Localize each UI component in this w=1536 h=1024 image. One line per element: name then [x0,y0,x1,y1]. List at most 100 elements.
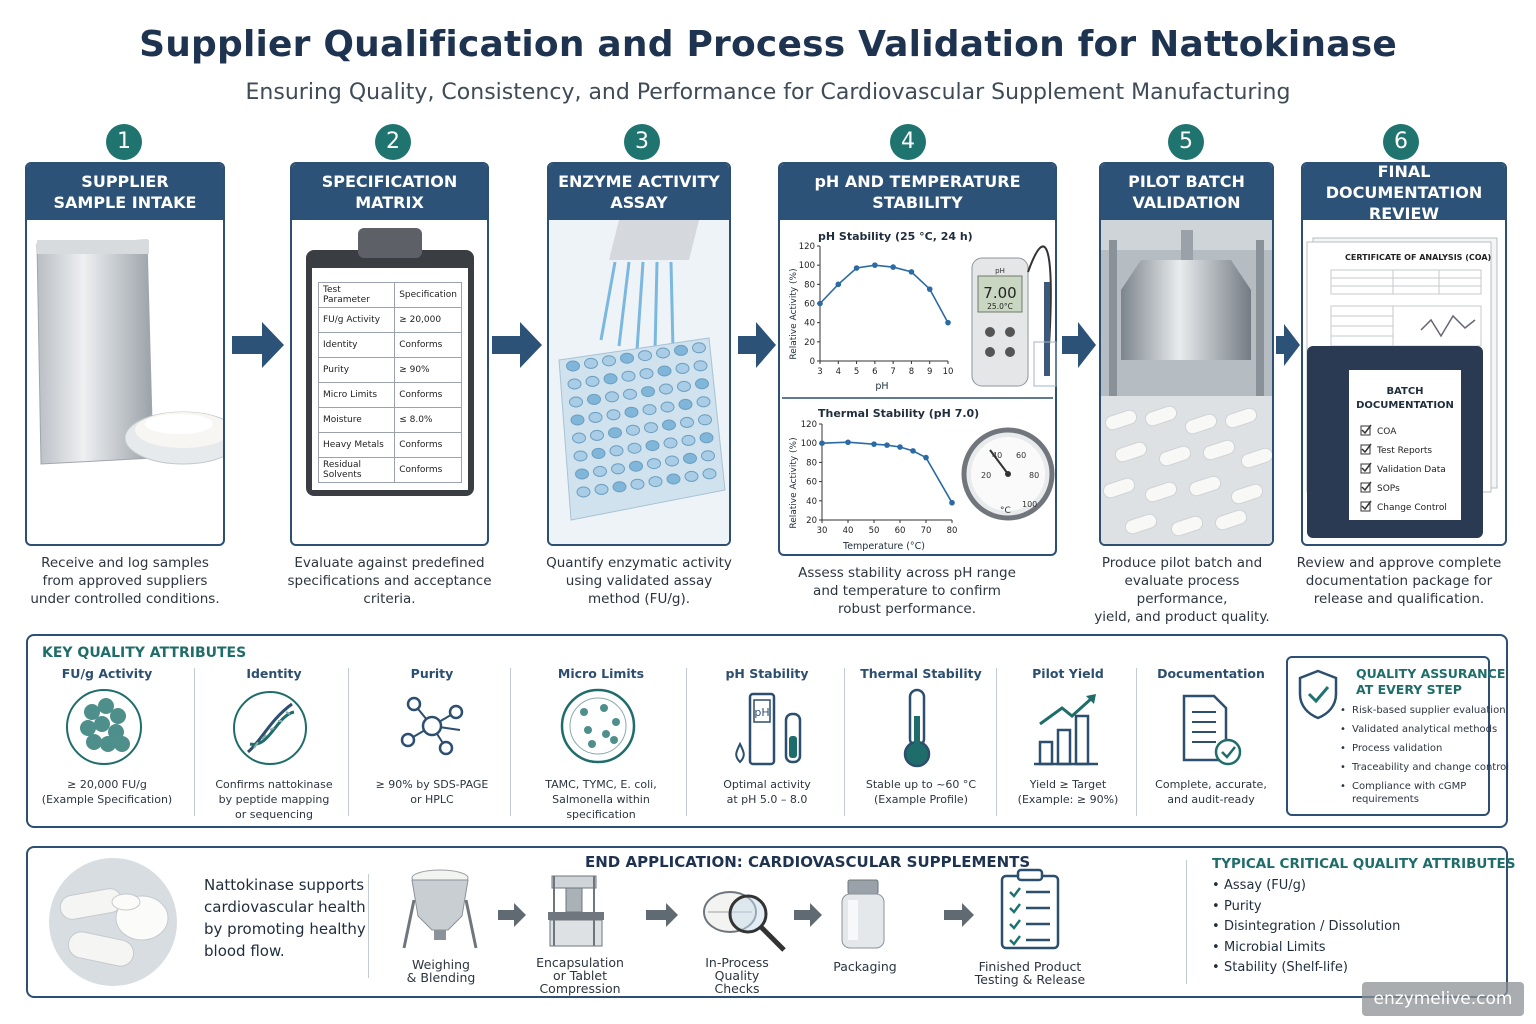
ph-meter-reading: 7.00 [983,284,1016,302]
y-tick-label: 20 [806,516,817,526]
kqa-item-name: Identity [246,666,302,681]
plate-well [611,463,625,475]
step-number-2: 2 [375,124,411,160]
capsule [1202,439,1236,461]
kqa-divider [510,668,511,816]
plate-well [638,350,652,362]
plate-well [612,481,627,493]
kqa-item-description: ≥ 90% by SDS-PAGE or HPLC [375,778,489,806]
kqa-divider [194,668,195,816]
data-point [819,440,825,447]
checklist-item: COA [1377,427,1397,437]
plate-well [603,373,618,385]
capsule [1170,515,1204,537]
step-number-1: 1 [106,124,142,160]
tcqa-list: Assay (FU/g) Purity Disintegration / Dis… [1212,878,1400,981]
flow-arrow-3 [738,322,776,368]
step-description: Review and approve complete documentatio… [1296,555,1502,607]
capsule [1224,407,1258,429]
step-title: SUPPLIER SAMPLE INTAKE [27,164,223,220]
step-title: SPECIFICATION MATRIX [292,164,487,220]
step-description: Receive and log samples from approved su… [30,555,220,607]
quality-assurance-box [1286,656,1490,816]
plate-well [627,442,642,454]
ph-meter-label: pH [995,267,1005,275]
step-card-supplier-intake: SUPPLIER SAMPLE INTAKE [25,162,225,546]
plate-well [659,383,673,395]
sample-pouch-illustration [36,239,223,465]
plate-well [680,416,694,428]
kqa-item-name: pH Stability [725,666,809,681]
plate-well [629,460,643,472]
spec-table: Test Parameter Specification FU/g Activi… [317,282,462,483]
kqa-item: FU/g Activity≥ 20,000 FU/g (Example Spec… [28,666,186,807]
table-row: Moisture≤ 8.0% [317,407,462,433]
list-item: Stability (Shelf-life) [1212,960,1400,976]
checklist-item: Test Reports [1376,446,1432,456]
pilot-batch-illustration [1101,220,1272,544]
data-point [945,319,951,326]
plate-well [573,450,588,462]
plate-well [677,380,691,392]
y-tick-label: 40 [806,497,817,507]
step-number-5: 5 [1168,124,1204,160]
y-tick-label: 60 [806,478,817,488]
plate-well [585,375,600,387]
plate-well [641,386,655,398]
kqa-item-name: Thermal Stability [860,666,982,681]
end-application-title: END APPLICATION: CARDIOVASCULAR SUPPLEME… [585,853,1031,871]
data-point [926,286,933,292]
ph-meter-icon: pH 7.00 25.0°C [971,245,1057,387]
checklist-item: SOPs [1377,484,1400,494]
thermal-chart-title: Thermal Stability (pH 7.0) [818,407,979,420]
thermometer-gauge-icon: 20 40 60 80 100 °C [961,427,1055,521]
data-point [923,454,929,461]
plate-well [698,414,712,426]
plate-well [624,406,639,418]
x-tick-label: 60 [895,526,906,536]
plate-well [575,468,589,480]
table-header-row: Test Parameter Specification [317,282,462,308]
list-item: Assay (FU/g) [1212,878,1400,894]
plate-well [656,347,670,359]
kqa-icon-space [196,681,352,777]
ph-meter-temp: 25.0°C [987,302,1013,311]
gauge-tick: 60 [1016,451,1026,460]
kqa-item-name: FU/g Activity [61,666,153,681]
plate-well [630,478,645,490]
kqa-icon-space [998,681,1138,777]
thermal-chart-xlabel: Temperature (°C) [842,541,925,552]
capsule [1144,481,1178,503]
capsule [1230,483,1264,505]
tcqa-title: TYPICAL CRITICAL QUALITY ATTRIBUTES [1212,856,1516,872]
capsule [1102,477,1136,499]
capsule [1240,447,1272,469]
x-tick-label: 4 [836,367,841,377]
stability-charts: pH Stability (25 °C, 24 h) Relative Acti… [782,230,1057,552]
coa-title: CERTIFICATE OF ANALYSIS (COA) [1345,253,1491,262]
step-description: Assess stability across pH range and tem… [798,565,1016,617]
list-item: Process validation [1338,742,1509,755]
kqa-divider [1136,668,1137,816]
plate-well [644,422,658,434]
gauge-tick: 20 [981,471,991,480]
capsule [1158,445,1192,467]
y-tick-label: 0 [810,357,815,367]
x-tick-label: 8 [909,367,914,377]
list-item: Traceability and change control [1338,761,1509,774]
kqa-item-name: Pilot Yield [1032,666,1104,681]
data-point [835,281,842,288]
y-tick-label: 120 [799,242,815,252]
step-description: Quantify enzymatic activity using valida… [546,555,732,607]
data-point [872,262,878,268]
capsules [1102,405,1272,537]
step-card-documentation-review: FINAL DOCUMENTATION REVIEW CERTIFICATE O… [1301,162,1507,546]
step-title: pH AND TEMPERATURE STABILITY [780,164,1055,220]
shield-check-icon [1298,669,1338,720]
